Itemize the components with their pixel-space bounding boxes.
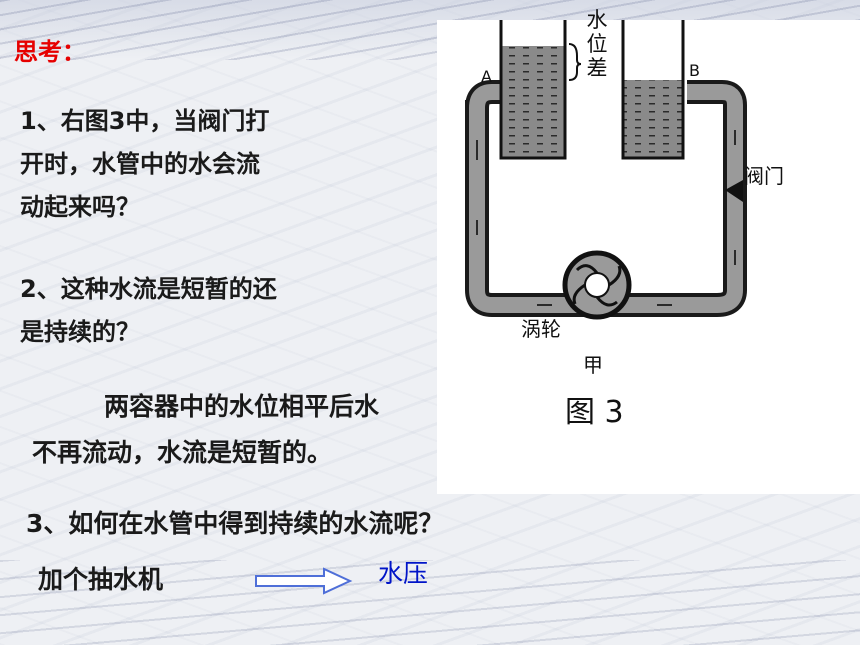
question-1-line-1: 1、右图3中，当阀门打	[20, 107, 270, 135]
question-2-line-1: 2、这种水流是短暂的还	[20, 275, 277, 303]
question-1: 1、右图3中，当阀门打 开时，水管中的水会流 动起来吗？	[20, 100, 269, 229]
arrow-right-icon	[255, 567, 353, 595]
turbine-icon	[562, 250, 632, 320]
container-b	[621, 20, 685, 160]
answer: 两容器中的水位相平后水 不再流动，水流是短暂的。	[32, 384, 379, 476]
question-2-line-2: 是持续的？	[20, 318, 140, 346]
label-b: B	[689, 61, 700, 80]
level-difference-bracket	[568, 43, 582, 81]
valve-label: 阀门	[744, 164, 784, 188]
question-1-line-3: 动起来吗？	[20, 193, 140, 221]
answer-line-1: 两容器中的水位相平后水	[104, 392, 380, 421]
question-2: 2、这种水流是短暂的还 是持续的？	[20, 268, 277, 354]
question-3: 3、如何在水管中得到持续的水流呢？	[26, 509, 444, 538]
container-a	[499, 20, 567, 160]
label-a: A	[481, 67, 492, 86]
question-1-line-2: 开时，水管中的水会流	[20, 150, 260, 178]
turbine-label: 涡轮	[521, 317, 561, 341]
figure-subcaption: 甲	[583, 353, 603, 377]
pump-text: 加个抽水机	[38, 565, 164, 594]
thinking-heading: 思考：	[14, 38, 86, 66]
water-pressure-text: 水压	[378, 559, 429, 588]
pipe-water	[469, 84, 743, 313]
valve-icon	[725, 180, 743, 202]
flow-streaks	[476, 130, 736, 306]
answer-line-2: 不再流动，水流是短暂的。	[32, 438, 333, 467]
water-circuit-diagram: A B 涡轮 甲 图 3	[465, 20, 747, 430]
level-difference-label: 水位差	[586, 8, 608, 80]
bottom-texture	[0, 560, 860, 645]
figure-panel: A B 涡轮 甲 图 3 水位差 阀门	[437, 8, 860, 494]
figure-caption: 图 3	[565, 395, 624, 430]
